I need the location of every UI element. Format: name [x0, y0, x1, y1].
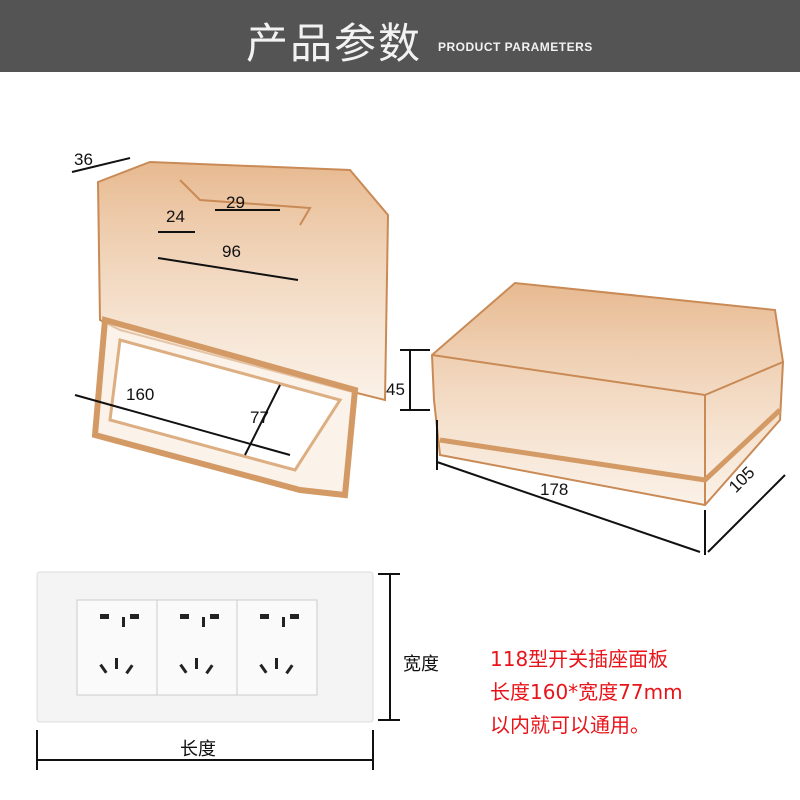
compat-note-line1: 118型开关插座面板	[490, 647, 669, 671]
dim-tab-offset: 24	[166, 207, 185, 226]
compat-note-line3: 以内就可以通用。	[490, 713, 650, 737]
dim-closed-length: 178	[540, 480, 569, 499]
panel-width-label: 宽度	[403, 654, 439, 674]
header-title: 产品参数	[246, 19, 423, 68]
dim-length: 160	[126, 385, 155, 404]
dim-depth: 36	[74, 150, 93, 169]
dimension-lines	[36, 157, 786, 770]
header-subtitle: PRODUCT PARAMETERS	[438, 40, 593, 54]
panel-length-label: 长度	[180, 739, 216, 759]
compat-note-line2: 长度160*宽度77mm	[490, 680, 683, 704]
closed-waterproof-box	[430, 281, 785, 507]
dim-closed-height: 45	[386, 380, 405, 399]
socket-panel	[36, 571, 374, 723]
dim-tab-width: 29	[226, 193, 245, 212]
dim-width: 77	[250, 408, 269, 427]
open-waterproof-box	[91, 160, 390, 499]
header-bar: 产品参数 PRODUCT PARAMETERS	[0, 0, 800, 72]
dim-lid-width: 96	[222, 242, 241, 261]
